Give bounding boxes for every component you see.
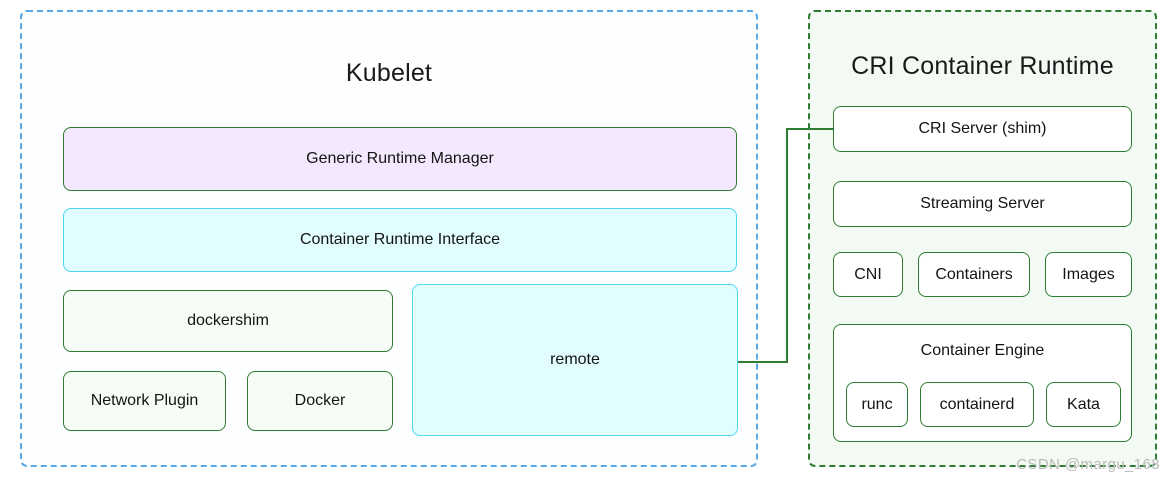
dockershim-box[interactable]: dockershim <box>63 290 393 352</box>
kubelet-panel-title: Kubelet <box>345 59 433 87</box>
containerd-box[interactable]: containerd <box>920 382 1034 427</box>
containers-box[interactable]: Containers <box>918 252 1030 297</box>
cni-box[interactable]: CNI <box>833 252 903 297</box>
streaming-server-box[interactable]: Streaming Server <box>833 181 1132 227</box>
container-runtime-interface-box[interactable]: Container Runtime Interface <box>63 208 737 272</box>
remote-box[interactable]: remote <box>412 284 738 436</box>
kata-box[interactable]: Kata <box>1046 382 1121 427</box>
images-box[interactable]: Images <box>1045 252 1132 297</box>
runc-box[interactable]: runc <box>846 382 908 427</box>
watermark: CSDN @margu_168 <box>1016 456 1160 473</box>
generic-runtime-manager-box[interactable]: Generic Runtime Manager <box>63 127 737 191</box>
container-engine-label: Container Engine <box>920 342 1045 359</box>
cri-panel-title: CRI Container Runtime <box>851 52 1114 80</box>
container-engine-box[interactable]: Container Engine runc containerd Kata <box>833 324 1132 442</box>
cri-server-box[interactable]: CRI Server (shim) <box>833 106 1132 152</box>
docker-box[interactable]: Docker <box>247 371 393 431</box>
network-plugin-box[interactable]: Network Plugin <box>63 371 226 431</box>
